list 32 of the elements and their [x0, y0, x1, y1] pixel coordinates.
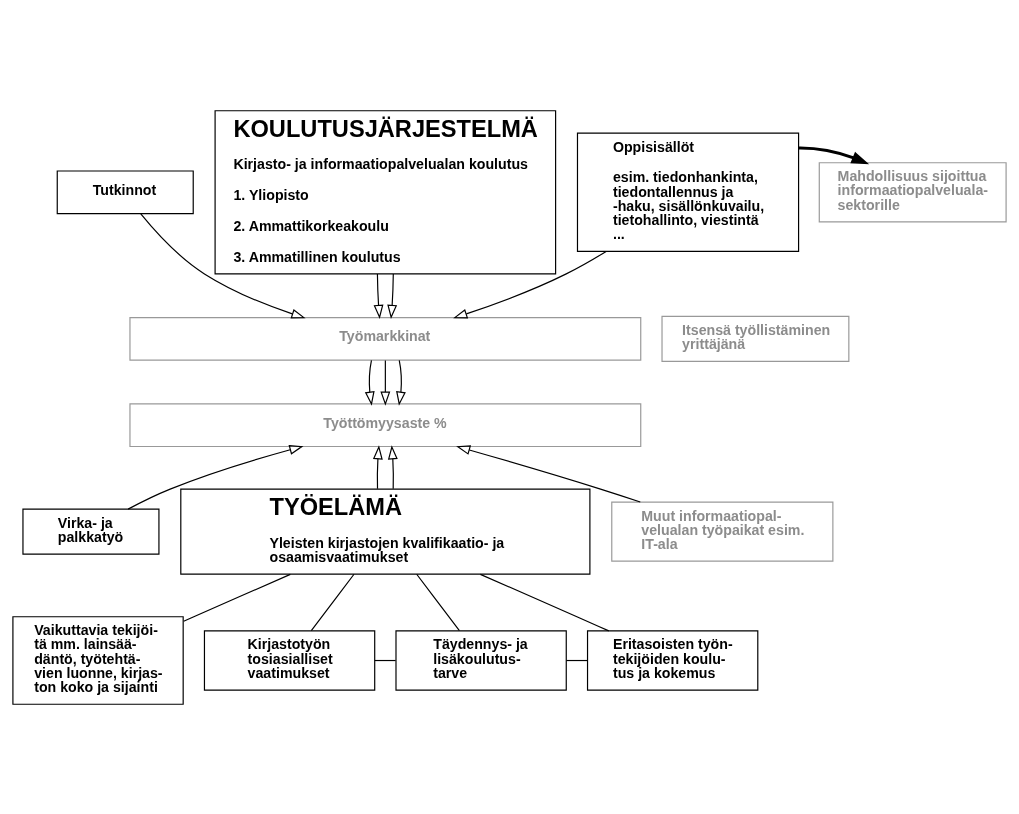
- node-box: KOULUTUSJÄRJESTELMÄ Kirjasto- ja informaatiopalvelualan koulutus 1. Yliopisto 2. Ammattikorkeakoulu 3. Ammatillinen koulutus: [214, 109, 557, 274]
- connector: [374, 659, 397, 661]
- arrow: [364, 359, 375, 406]
- node-box: Mahdollisuus sijoittua informaatiopalveluala- sektorille: [818, 161, 1007, 222]
- arrow: [456, 444, 641, 503]
- arrow: [372, 444, 383, 489]
- node-box: Työttömyysaste %: [129, 402, 642, 447]
- arrow: [373, 272, 384, 319]
- connector: [479, 573, 610, 631]
- node-box: Vaikuttavia tekijöi- tä mm. lainsää- däntö, työtehtä- vien luonne, kirjas- ton koko ja sijainti: [12, 615, 184, 705]
- node-box: TYÖELÄMÄ Yleisten kirjastojen kvalifikaatio- ja osaamisvaatimukset: [180, 488, 591, 575]
- node-box: Täydennys- ja lisäkoulutus- tarve: [395, 629, 567, 691]
- connector: [416, 573, 460, 631]
- arrow: [453, 250, 607, 318]
- node-box: Muut informaatiopal- velualan työpaikat esim. IT-ala: [611, 501, 834, 562]
- node-box: Oppisisällöt esim. tiedonhankinta, tiedontallennus ja -haku, sisällönkuvailu, tietohallinto, viestintä ...: [576, 132, 800, 252]
- node-box: Kirjastotyön tosiasialliset vaatimukset: [203, 629, 376, 691]
- node-box: Itsensä työllistäminen yrittäjänä: [661, 315, 850, 362]
- node-box: Työmarkkinat: [129, 316, 642, 361]
- arrow: [380, 359, 391, 406]
- connector: [310, 573, 355, 631]
- arrow: [140, 212, 306, 318]
- arrow: [387, 444, 398, 489]
- arrow: [798, 146, 870, 164]
- node-box: Eritasoisten työn- tekijöiden koulu- tus ja kokemus: [586, 629, 759, 691]
- connector: [565, 659, 588, 661]
- arrow: [127, 444, 304, 510]
- node-box: Virka- ja palkkatyö: [22, 508, 160, 555]
- arrow: [387, 272, 398, 319]
- node-box: Tutkinnot: [56, 169, 194, 214]
- arrow: [396, 359, 406, 406]
- connector: [183, 573, 291, 622]
